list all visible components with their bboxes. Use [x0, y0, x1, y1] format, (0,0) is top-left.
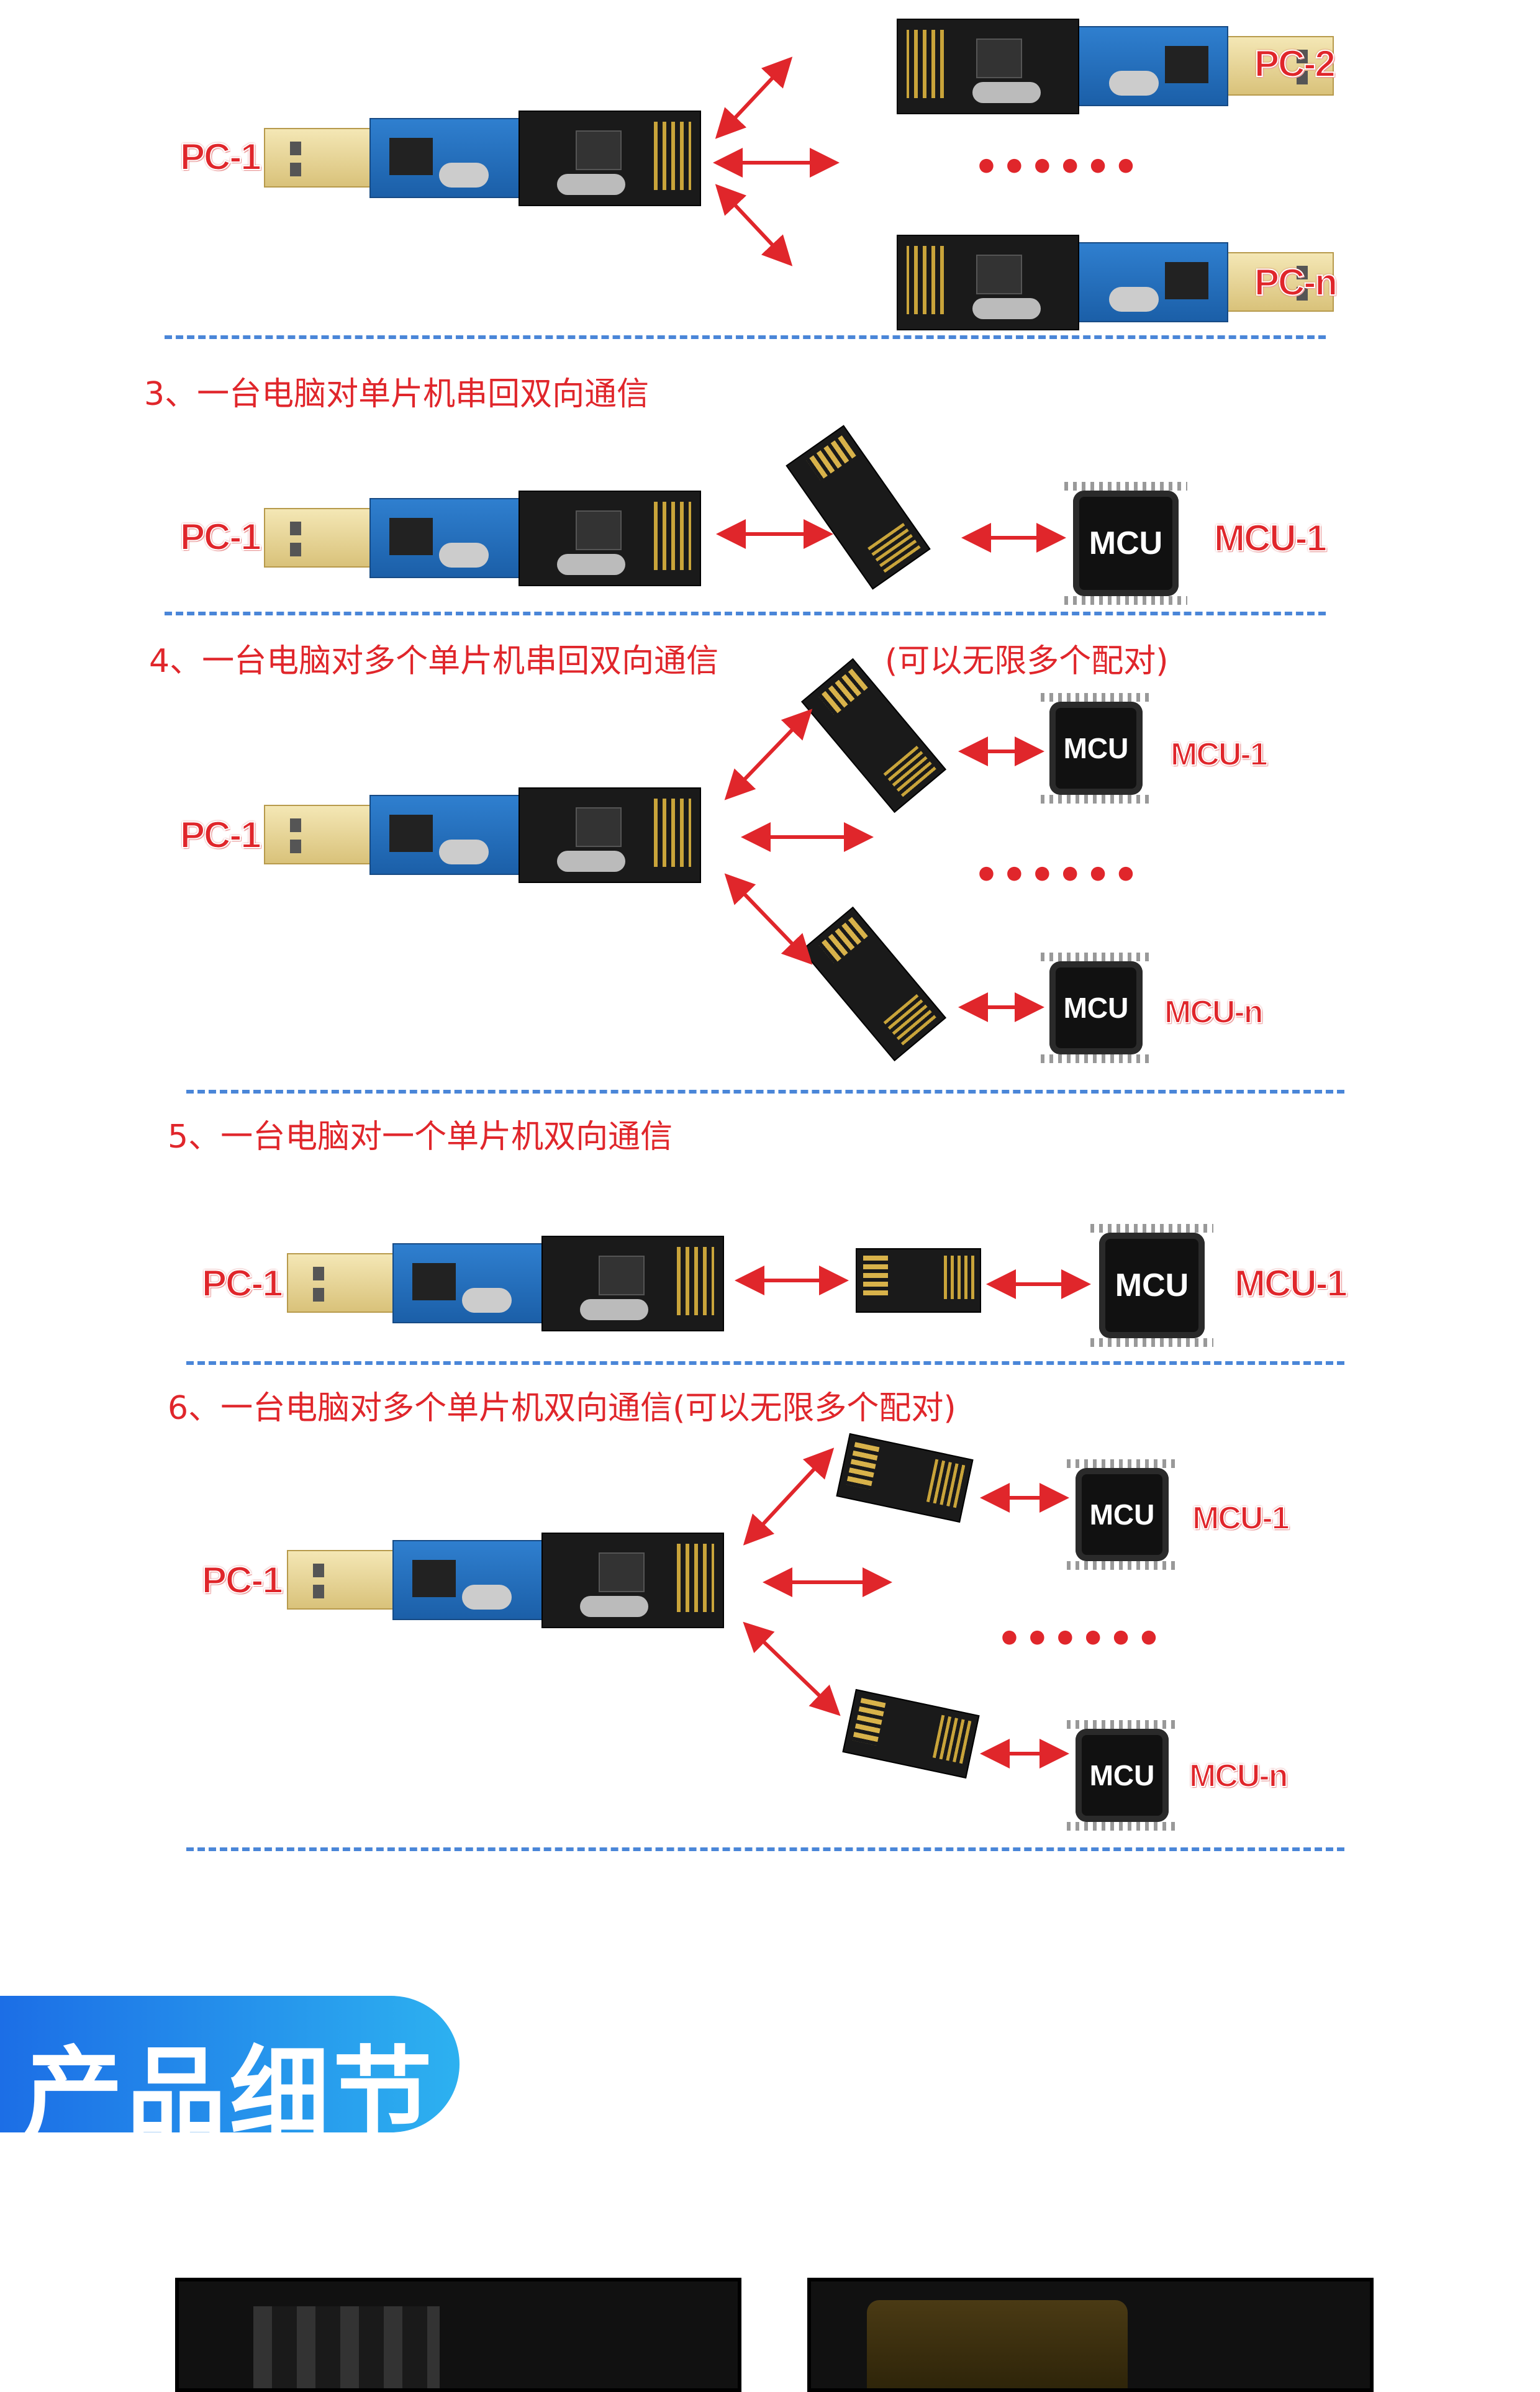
mcu-label-1: MCU-1: [1170, 736, 1269, 773]
ellipsis-dots: ••••••: [974, 145, 1141, 191]
arrow: [743, 1447, 835, 1546]
pc-label-2: PC-2: [1254, 42, 1336, 85]
mcu-label-n: MCU-n: [1189, 1757, 1289, 1795]
section-heading-5: 5、一台电脑对一个单片机双向通信: [168, 1118, 673, 1156]
product-details-title: 产品细节: [24, 2036, 437, 2152]
arrow: [715, 57, 793, 139]
mcu-chip-1: MCU: [1041, 693, 1151, 804]
arrow: [715, 184, 793, 266]
mcu-chip-n: MCU: [1067, 1720, 1177, 1831]
pc-label: PC-1: [179, 813, 262, 856]
mcu-label: MCU-1: [1213, 517, 1328, 559]
section-divider: [165, 335, 1326, 339]
section-divider: [186, 1847, 1344, 1851]
pc-label: PC-1: [179, 515, 262, 558]
mcu-chip-1: MCU: [1067, 1459, 1177, 1570]
section-divider: [165, 612, 1326, 615]
ellipsis-dots: ••••••: [974, 853, 1141, 899]
section-divider: [186, 1090, 1344, 1094]
mcu-chip-n: MCU: [1041, 953, 1151, 1063]
section-heading-6: 6、一台电脑对多个单片机双向通信(可以无限多个配对): [168, 1390, 956, 1427]
arrow: [724, 873, 813, 965]
radio-module-image: [856, 1248, 981, 1313]
pc-label-1: PC-1: [179, 135, 262, 178]
section-note-4: (可以无限多个配对): [885, 643, 1169, 680]
usb-adapter-image: [264, 111, 786, 206]
arrow: [724, 709, 813, 800]
pc-label: PC-1: [201, 1559, 284, 1601]
section-heading-3: 3、一台电脑对单片机串回双向通信: [144, 376, 650, 413]
product-photo-1: [175, 2278, 741, 2392]
product-photo-2: [807, 2278, 1374, 2392]
mcu-label-n: MCU-n: [1164, 994, 1264, 1031]
usb-adapter-image: [287, 1533, 808, 1628]
product-details-banner: 产品细节: [0, 1996, 460, 2152]
usb-adapter-image: [264, 787, 786, 883]
pc-label-n: PC-n: [1254, 261, 1338, 304]
section-divider: [186, 1361, 1344, 1365]
mcu-label: MCU-1: [1234, 1262, 1348, 1305]
section-heading-4: 4、一台电脑对多个单片机串回双向通信: [149, 643, 719, 680]
mcu-chip: MCU: [1090, 1224, 1213, 1347]
mcu-chip: MCU: [1064, 482, 1187, 605]
usb-adapter-image: [287, 1236, 808, 1331]
usb-adapter-image: [264, 491, 786, 586]
pc-label: PC-1: [201, 1262, 284, 1305]
mcu-label-1: MCU-1: [1192, 1500, 1290, 1537]
arrow: [743, 1621, 841, 1716]
ellipsis-dots: ••••••: [997, 1616, 1164, 1662]
